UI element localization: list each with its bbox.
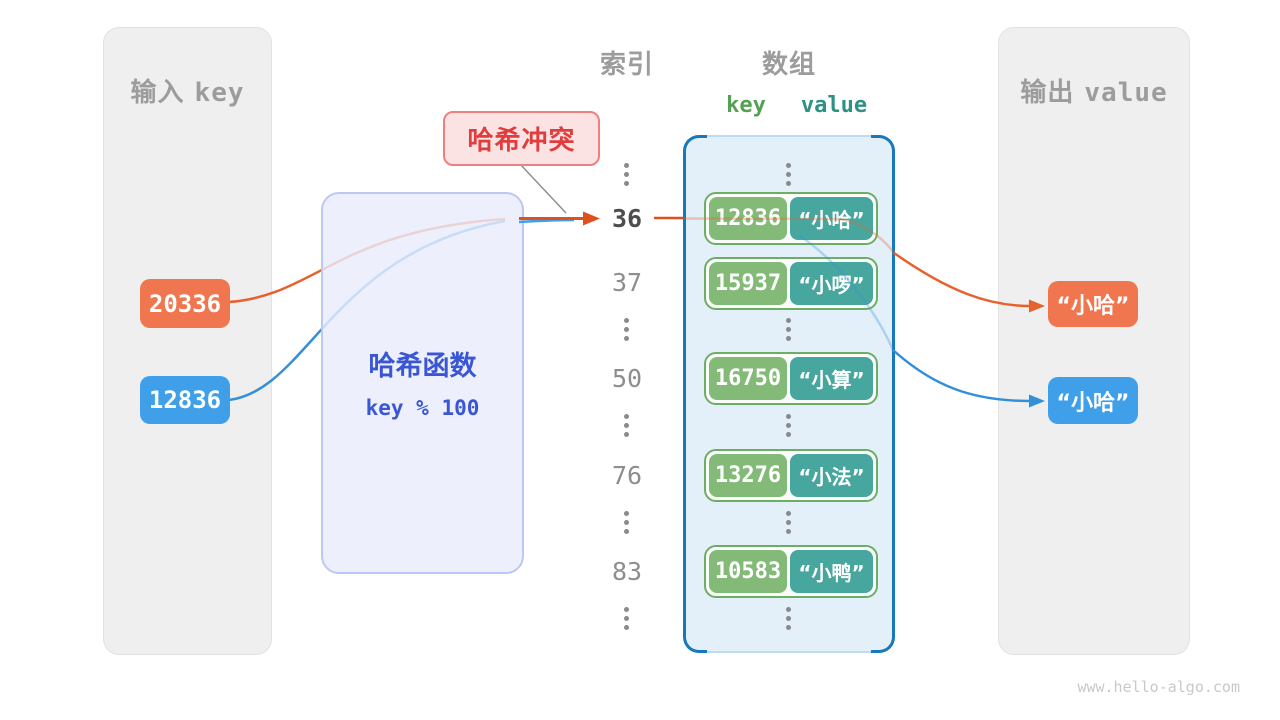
index-label-37: 37 — [611, 268, 643, 297]
array-bracket-left — [683, 135, 707, 653]
input-key-20336: 20336 — [140, 279, 230, 328]
hash-function-formula: key % 100 — [365, 396, 480, 420]
watermark: www.hello-algo.com — [1077, 678, 1240, 696]
index-label-76: 76 — [611, 461, 643, 490]
array-value-header: value — [800, 93, 868, 118]
input-title-code: key — [194, 78, 245, 108]
hash-collision-label: 哈希冲突 — [443, 111, 600, 166]
output-panel-title: 输出 value — [999, 72, 1189, 109]
output-value-blue: “小哈” — [1048, 377, 1138, 424]
array-key-header: key — [726, 93, 766, 118]
ellipsis-vertical — [786, 511, 792, 534]
index-column-header: 索引 — [599, 50, 654, 80]
input-panel-title: 输入 key — [104, 72, 271, 109]
ellipsis-vertical — [786, 607, 792, 630]
output-panel: 输出 value — [998, 27, 1190, 655]
array-pair-row: 10583 “小鸭” — [704, 545, 878, 598]
input-title-cn: 输入 — [130, 78, 185, 108]
index-label-36: 36 — [611, 204, 643, 233]
input-panel: 输入 key — [103, 27, 272, 655]
pair-value-cell: “小法” — [790, 454, 873, 497]
pair-value-cell: “小哈” — [790, 197, 873, 240]
pair-key-cell: 10583 — [709, 550, 787, 593]
pair-value-cell: “小鸭” — [790, 550, 873, 593]
ellipsis-vertical — [786, 414, 792, 437]
index-label-83: 83 — [611, 557, 643, 586]
ellipsis-vertical — [624, 511, 630, 534]
ellipsis-vertical — [786, 318, 792, 341]
output-value-orange: “小哈” — [1048, 281, 1138, 327]
array-column-header: 数组 — [761, 50, 816, 80]
input-key-12836: 12836 — [140, 376, 230, 424]
pair-value-cell: “小算” — [790, 357, 873, 400]
output-title-cn: 输出 — [1020, 78, 1075, 108]
ellipsis-vertical — [624, 163, 630, 186]
array-pair-row: 13276 “小法” — [704, 449, 878, 502]
array-pair-row: 12836 “小哈” — [704, 192, 878, 245]
ellipsis-vertical — [624, 318, 630, 341]
ellipsis-vertical — [624, 607, 630, 630]
pair-value-cell: “小啰” — [790, 262, 873, 305]
array-pair-row: 16750 “小算” — [704, 352, 878, 405]
ellipsis-vertical — [786, 163, 792, 186]
pair-key-cell: 16750 — [709, 357, 787, 400]
pair-key-cell: 12836 — [709, 197, 787, 240]
pair-key-cell: 13276 — [709, 454, 787, 497]
output-title-code: value — [1084, 78, 1168, 108]
index-label-50: 50 — [611, 364, 643, 393]
hash-function-name: 哈希函数 — [368, 351, 477, 382]
hash-function-box: 哈希函数 key % 100 — [321, 192, 524, 574]
ellipsis-vertical — [624, 414, 630, 437]
pair-key-cell: 15937 — [709, 262, 787, 305]
array-pair-row: 15937 “小啰” — [704, 257, 878, 310]
